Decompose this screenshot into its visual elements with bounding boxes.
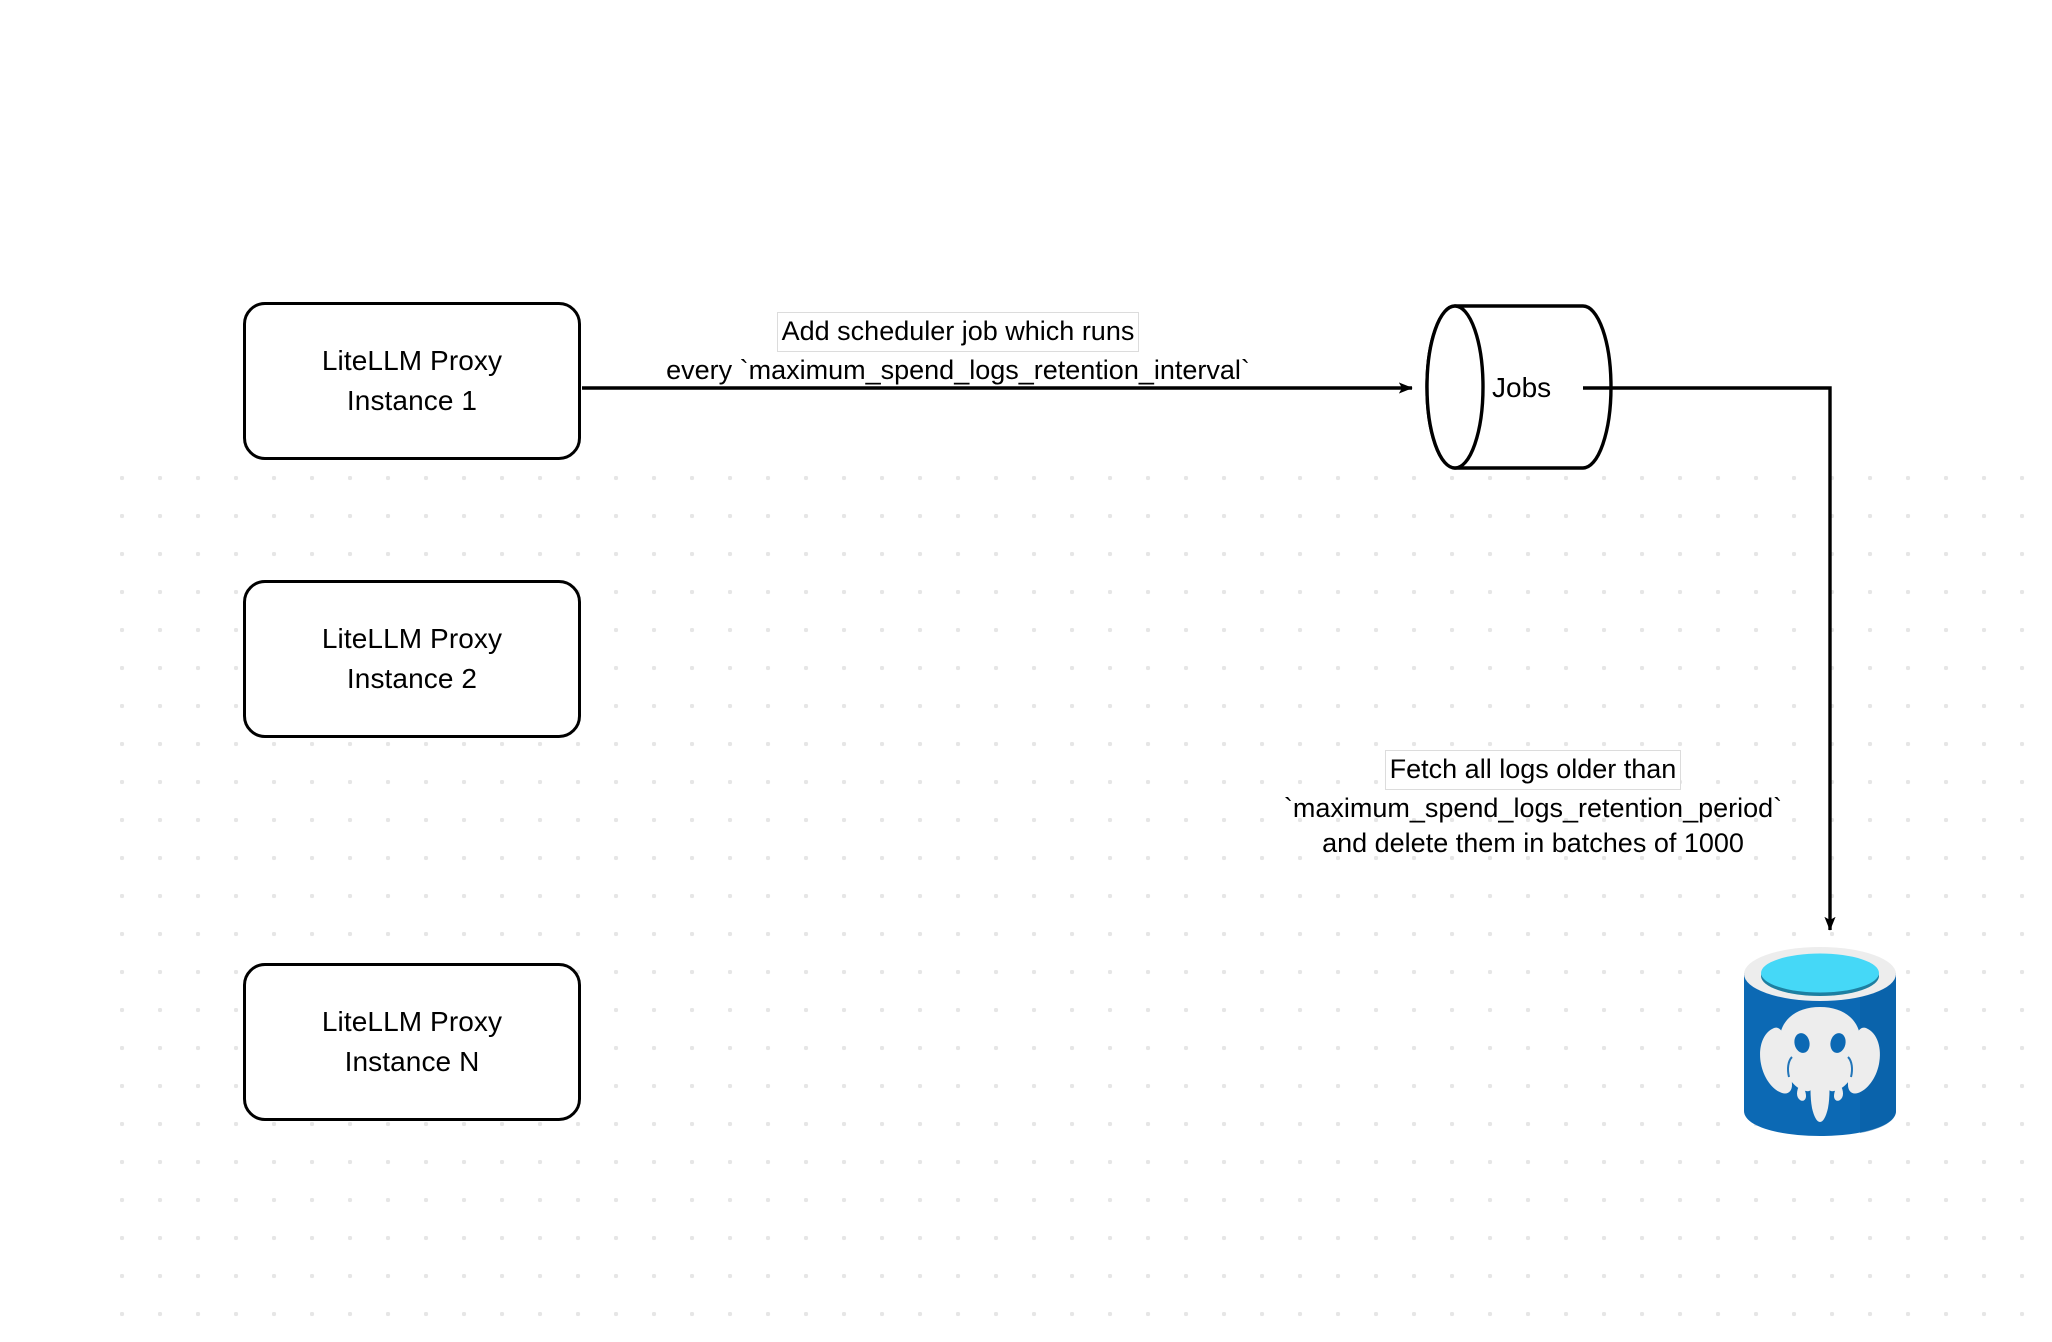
edge-scheduler-label-line1: Add scheduler job which runs [776,312,1140,353]
db-elephant-eyes [1794,1033,1846,1053]
node-label-line2: Instance 2 [346,663,478,694]
jobs-cylinder-shape[interactable] [1425,304,1613,470]
node-label-line1: LiteLLM Proxy [321,1006,503,1038]
jobs-cylinder-label: Jobs [1492,372,1552,403]
db-elephant-outlines [1787,1056,1853,1078]
node-label-line1: LiteLLM Proxy [321,623,503,655]
edge-fetch-delete-line[interactable] [1583,386,1836,931]
node-litellm-proxy-instance-n[interactable]: LiteLLM Proxy Instance N [243,963,581,1121]
node-litellm-proxy-instance-1[interactable]: LiteLLM Proxy Instance 1 [243,302,581,460]
edge-scheduler-label-line2: every `maximum_spend_logs_retention_inte… [666,355,1250,386]
postgresql-elephant-icon [1760,1007,1880,1122]
node-label-line1: LiteLLM Proxy [321,345,503,377]
edge-scheduler-label: Add scheduler job which runs every `maxi… [618,312,1298,388]
db-top-surface [1761,953,1879,993]
edge-fetch-delete-label-line1: Fetch all logs older than [1384,750,1682,791]
node-label-line2: Instance N [344,1046,480,1077]
edge-fetch-delete-label-line2: `maximum_spend_logs_retention_period` [1283,793,1783,824]
node-litellm-proxy-instance-2[interactable]: LiteLLM Proxy Instance 2 [243,580,581,738]
node-label-line2: Instance 1 [346,385,478,416]
postgresql-database-node[interactable] [1740,945,1900,1140]
edge-fetch-delete-label-line3: and delete them in batches of 1000 [1322,828,1744,859]
edge-fetch-delete-label: Fetch all logs older than `maximum_spend… [1250,750,1816,861]
